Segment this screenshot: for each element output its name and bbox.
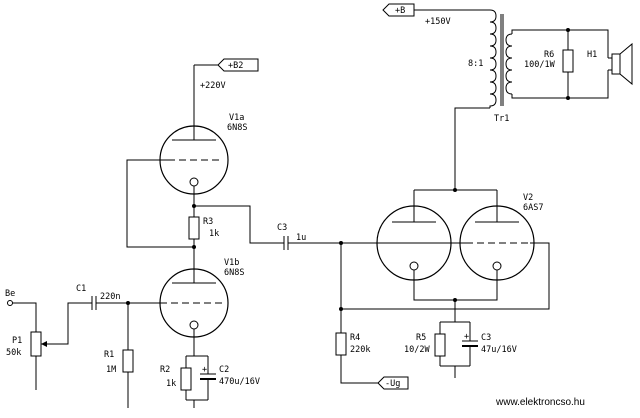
c1-capacitor bbox=[91, 296, 97, 310]
wire-input bbox=[12, 302, 37, 332]
c2-value: 470u/16V bbox=[219, 377, 260, 387]
svg-text:+: + bbox=[464, 332, 469, 342]
transformer-name: Tr1 bbox=[494, 114, 509, 124]
r4-value: 220k bbox=[350, 345, 370, 355]
r3-name: R3 bbox=[203, 217, 213, 227]
c2-name: C2 bbox=[219, 365, 229, 375]
transformer-ratio: 8:1 bbox=[468, 59, 483, 69]
speaker-icon bbox=[607, 42, 633, 86]
c2-capacitor: + bbox=[200, 365, 216, 380]
r1-name: R1 bbox=[104, 350, 114, 360]
r6-resistor bbox=[562, 49, 574, 73]
svg-text:+: + bbox=[202, 365, 207, 375]
b-flag: +B bbox=[382, 3, 415, 17]
r3-value: 1k bbox=[209, 229, 219, 239]
r2-resistor bbox=[180, 367, 192, 391]
v1a-type: 6N8S bbox=[227, 123, 247, 133]
b2-flag-label: +B2 bbox=[228, 61, 243, 71]
ug-flag: -Ug bbox=[377, 376, 409, 390]
wire-r4-ug bbox=[340, 355, 378, 384]
input-terminal bbox=[7, 300, 13, 306]
b2-flag: +B2 bbox=[217, 58, 259, 72]
speaker-name: H1 bbox=[587, 50, 597, 60]
c3-coupling-capacitor bbox=[283, 236, 289, 250]
c3a-name: C3 bbox=[277, 223, 287, 233]
r5-resistor bbox=[434, 333, 446, 357]
r2-value: 1k bbox=[166, 379, 176, 389]
input-label: Be bbox=[5, 289, 15, 299]
v1b-tube bbox=[159, 268, 229, 338]
v1b-type: 6N8S bbox=[224, 268, 244, 278]
b-voltage: +150V bbox=[425, 17, 451, 27]
r3-resistor bbox=[188, 216, 200, 240]
p1-value: 50k bbox=[6, 348, 21, 358]
c1-value: 220n bbox=[100, 292, 120, 302]
r6-name: R6 bbox=[544, 50, 554, 60]
wire-p1-wiper bbox=[41, 302, 92, 345]
r1-value: 1M bbox=[106, 365, 116, 375]
c3b-name: C3 bbox=[481, 333, 491, 343]
c3b-value: 47u/16V bbox=[481, 345, 517, 355]
r1-resistor bbox=[122, 349, 134, 373]
r6-value: 100/1W bbox=[524, 60, 556, 70]
wire-v1a-grid bbox=[126, 159, 194, 248]
transformer-secondary bbox=[505, 33, 513, 95]
p1-name: P1 bbox=[12, 336, 22, 346]
v2-name: V2 bbox=[523, 193, 533, 203]
transformer-primary bbox=[489, 9, 497, 108]
v1a-name: V1a bbox=[229, 113, 244, 123]
r5-name: R5 bbox=[416, 333, 426, 343]
c3b-capacitor: + bbox=[462, 332, 478, 347]
v2-type: 6AS7 bbox=[523, 203, 543, 213]
r4-resistor bbox=[335, 332, 347, 356]
v1a-tube bbox=[159, 125, 229, 195]
c3a-value: 1u bbox=[296, 233, 306, 243]
p1-potentiometer bbox=[30, 331, 42, 357]
b-flag-label: +B bbox=[395, 6, 405, 16]
website-credit: www.elektroncso.hu bbox=[495, 397, 585, 408]
wire-anode-transformer bbox=[454, 107, 490, 190]
ug-flag-label: -Ug bbox=[385, 379, 400, 389]
r4-name: R4 bbox=[350, 333, 360, 343]
c1-name: C1 bbox=[76, 284, 86, 294]
wire-v1a-cathode-out bbox=[194, 205, 284, 244]
r5-value: 10/2W bbox=[404, 345, 430, 355]
b2-voltage: +220V bbox=[200, 81, 226, 91]
r2-name: R2 bbox=[160, 365, 170, 375]
wire-v2-right-grid bbox=[341, 242, 550, 310]
v1b-name: V1b bbox=[224, 258, 239, 268]
